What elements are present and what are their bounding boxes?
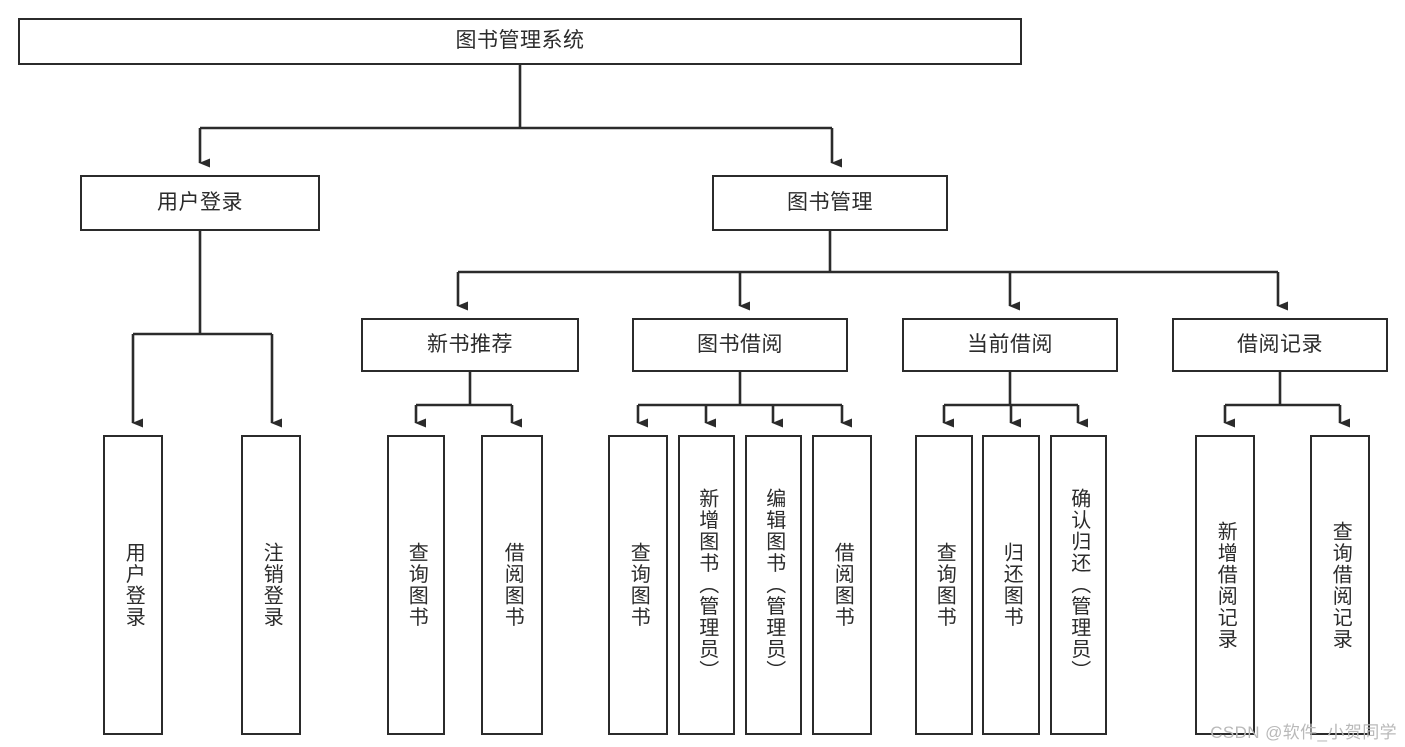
node-label: 查询图书	[405, 542, 428, 628]
node-label: 借阅图书	[501, 542, 524, 628]
leaf-return-book[interactable]: 归还图书	[982, 435, 1040, 735]
leaf-borrow-book-rec[interactable]: 借阅图书	[481, 435, 543, 735]
node-label: 查询图书	[933, 542, 956, 628]
leaf-user-logout[interactable]: 注销登录	[241, 435, 301, 735]
watermark-text: CSDN @软件_小贺同学	[1210, 723, 1397, 742]
node-label: 借阅记录	[1237, 332, 1323, 356]
node-borrow-record[interactable]: 借阅记录	[1172, 318, 1388, 372]
node-new-book-recommend[interactable]: 新书推荐	[361, 318, 579, 372]
leaf-query-book-borrow[interactable]: 查询图书	[608, 435, 668, 735]
node-label: 新增借阅记录	[1214, 520, 1237, 650]
node-label: 查询图书	[627, 542, 650, 628]
node-label: 编辑图书（管理员）	[762, 488, 785, 682]
node-label: 当前借阅	[967, 332, 1053, 356]
node-label: 借阅图书	[831, 542, 854, 628]
leaf-add-book-admin[interactable]: 新增图书（管理员）	[678, 435, 735, 735]
leaf-borrow-book[interactable]: 借阅图书	[812, 435, 872, 735]
node-label: 注销登录	[260, 542, 283, 628]
node-label: 归还图书	[1000, 542, 1023, 628]
node-label: 图书管理系统	[455, 29, 585, 53]
node-root[interactable]: 图书管理系统	[18, 18, 1022, 65]
node-book-management[interactable]: 图书管理	[712, 175, 948, 231]
leaf-add-borrow-record[interactable]: 新增借阅记录	[1195, 435, 1255, 735]
node-user-login[interactable]: 用户登录	[80, 175, 320, 231]
node-label: 用户登录	[122, 542, 145, 628]
leaf-edit-book-admin[interactable]: 编辑图书（管理员）	[745, 435, 802, 735]
leaf-query-book-current[interactable]: 查询图书	[915, 435, 973, 735]
node-label: 图书管理	[787, 190, 873, 214]
node-label: 图书借阅	[697, 332, 783, 356]
node-label: 用户登录	[157, 190, 243, 214]
leaf-query-borrow-record[interactable]: 查询借阅记录	[1310, 435, 1370, 735]
leaf-confirm-return-admin[interactable]: 确认归还（管理员）	[1050, 435, 1107, 735]
node-label: 新书推荐	[427, 332, 513, 356]
node-label: 确认归还（管理员）	[1067, 488, 1090, 682]
node-label: 查询借阅记录	[1329, 520, 1352, 650]
node-current-borrow[interactable]: 当前借阅	[902, 318, 1118, 372]
node-book-borrow[interactable]: 图书借阅	[632, 318, 848, 372]
leaf-query-book-rec[interactable]: 查询图书	[387, 435, 445, 735]
leaf-user-login[interactable]: 用户登录	[103, 435, 163, 735]
node-label: 新增图书（管理员）	[695, 488, 718, 682]
